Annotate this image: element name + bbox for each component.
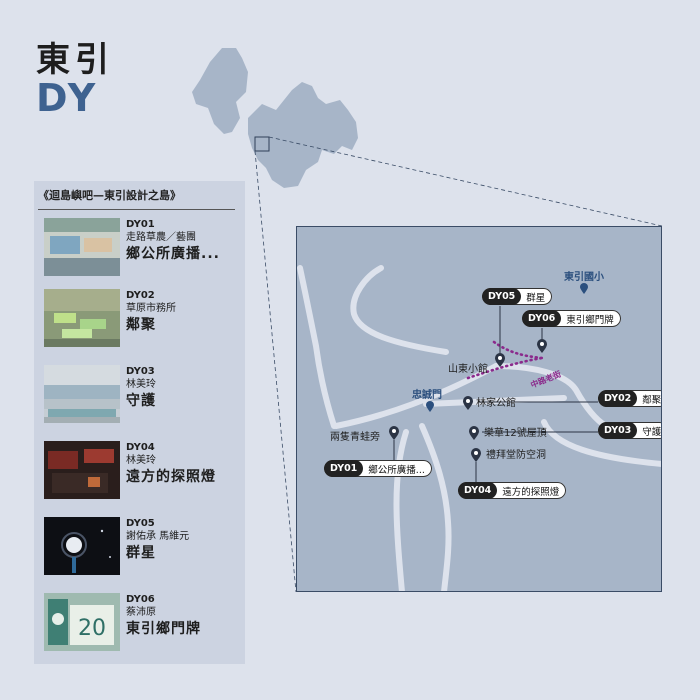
item-work-title: 鄰聚 (126, 317, 156, 333)
item-code: DY05 (126, 518, 155, 529)
road-north-loop (350, 265, 449, 355)
page-subtitle: DY (36, 76, 99, 120)
thumbnail-dy02 (44, 289, 120, 347)
artwork-list-panel: 《迴島嶼吧—東引設計之島》 DY01 走路草農／藝團 鄉公所廣播... DY02 (34, 181, 245, 664)
road-descent (419, 423, 452, 592)
item-work-title: 群星 (126, 545, 156, 561)
pin-label-dy02[interactable]: DY02 鄰聚 (598, 390, 662, 407)
school-pin-icon (580, 283, 588, 294)
pin-icon (389, 426, 399, 440)
item-code: DY01 (126, 219, 155, 230)
pin-title: 東引鄉門牌 (566, 314, 614, 326)
place-label-shandong: 山東小館 (448, 364, 488, 375)
pin-title: 守護 (642, 426, 662, 438)
item-author: 蔡沛原 (126, 607, 156, 618)
artwork-list-heading: 《迴島嶼吧—東引設計之島》 (38, 187, 235, 210)
road-west-coast (297, 265, 337, 429)
pin-title: 鄉公所廣播... (368, 464, 425, 476)
item-code: DY04 (126, 442, 155, 453)
thumbnail-dy04 (44, 441, 120, 499)
detail-map: 中路老街 東引國小 忠誠門 山東小館 林家公館 樂華12號屋頂 禮拜堂防空洞 兩… (296, 226, 662, 592)
pin-code: DY05 (482, 288, 522, 305)
item-work-title: 守護 (126, 393, 156, 409)
thumbnail-dy06: 20 (44, 593, 120, 651)
zoom-box (254, 136, 270, 152)
list-item-dy05[interactable]: DY05 謝佑承 馬維元 群星 (44, 517, 240, 575)
pin-label-dy01[interactable]: DY01 鄉公所廣播... (324, 460, 432, 477)
old-street-route-icon (466, 340, 544, 380)
pin-icon (463, 396, 473, 410)
pin-code: DY01 (324, 460, 364, 477)
list-item-dy03[interactable]: DY03 林美玲 守護 (44, 365, 240, 423)
road-east-spur (541, 419, 662, 467)
item-author: 林美玲 (126, 455, 156, 466)
island-west (192, 48, 248, 134)
place-label-school: 東引國小 (564, 272, 604, 283)
zoom-line-top (268, 136, 663, 227)
item-code: DY03 (126, 366, 155, 377)
island-main (248, 82, 358, 188)
svg-text:20: 20 (78, 616, 106, 641)
pin-code: DY04 (458, 482, 498, 499)
item-work-title: 鄉公所廣播... (126, 246, 220, 262)
road-lower (423, 395, 567, 407)
item-author: 草原市務所 (126, 303, 176, 314)
road-layer: 中路老街 (297, 265, 662, 592)
place-label-frog: 兩隻青蛙旁 (330, 432, 380, 443)
pin-icon (469, 426, 479, 440)
item-author: 走路草農／藝團 (126, 232, 196, 243)
list-item-dy06[interactable]: 20 DY06 蔡沛原 東引鄉門牌 (44, 593, 240, 651)
item-author: 謝佑承 馬維元 (126, 531, 190, 542)
list-item-dy04[interactable]: DY04 林美玲 遠方的探照燈 (44, 441, 240, 499)
place-label-shelter: 禮拜堂防空洞 (486, 450, 546, 461)
pin-icon (495, 353, 505, 367)
road-south (393, 429, 409, 592)
place-label-roof: 樂華12號屋頂 (484, 428, 547, 439)
pin-title: 鄰聚 (642, 394, 662, 406)
pin-label-dy03[interactable]: DY03 守護 (598, 422, 662, 439)
pin-icon (471, 448, 481, 462)
pin-code: DY03 (598, 422, 638, 439)
place-label-gate: 忠誠門 (412, 390, 442, 401)
item-work-title: 東引鄉門牌 (126, 621, 201, 637)
pin-label-dy05[interactable]: DY05 群星 (482, 288, 553, 305)
zoom-line-bottom (254, 150, 297, 593)
page-title: 東引 (36, 40, 114, 80)
pin-label-dy04[interactable]: DY04 遠方的探照燈 (458, 482, 567, 499)
pin-label-dy06[interactable]: DY06 東引鄉門牌 (522, 310, 621, 327)
pin-title: 群星 (526, 292, 546, 304)
item-code: DY02 (126, 290, 155, 301)
item-work-title: 遠方的探照燈 (126, 469, 216, 485)
place-label-lin: 林家公館 (476, 398, 516, 409)
pin-icon (537, 339, 547, 353)
gate-pin-icon (426, 401, 434, 412)
list-item-dy02[interactable]: DY02 草原市務所 鄰聚 (44, 289, 240, 347)
pin-code: DY02 (598, 390, 638, 407)
road-east-loop (493, 363, 609, 429)
item-author: 林美玲 (126, 379, 156, 390)
thumbnail-dy05 (44, 517, 120, 575)
pin-code: DY06 (522, 310, 562, 327)
thumbnail-dy01 (44, 218, 120, 276)
road-upper (333, 363, 499, 429)
list-item-dy01[interactable]: DY01 走路草農／藝團 鄉公所廣播... (44, 218, 240, 276)
thumbnail-dy03 (44, 365, 120, 423)
item-code: DY06 (126, 594, 155, 605)
pin-title: 遠方的探照燈 (502, 486, 560, 498)
